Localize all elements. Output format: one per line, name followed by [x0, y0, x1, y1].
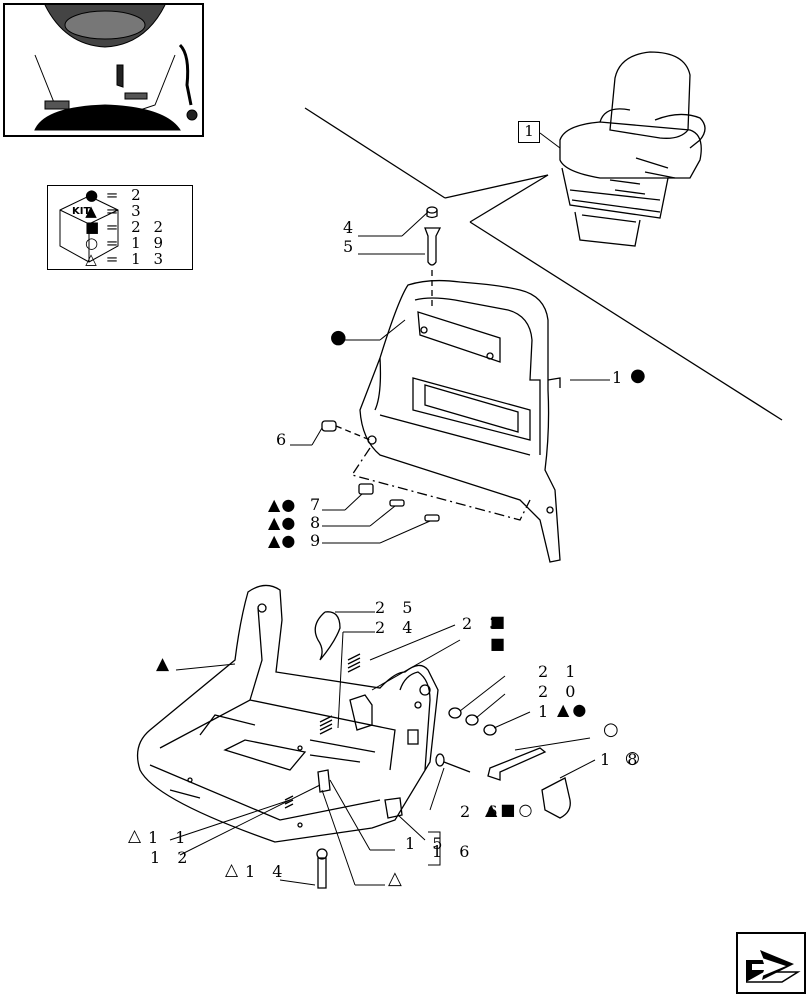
callout-14: 1 4 [245, 862, 289, 881]
kit-cube-icon [59, 195, 119, 263]
callout-15: 1 5 [405, 834, 449, 853]
legend-row-filled-square: ■ = 2 2 [85, 218, 167, 236]
callout-8-symbols: ▲● [268, 513, 297, 532]
callout-16: 1 6 [432, 842, 476, 861]
callout-11-open-triangle: △ [128, 826, 148, 846]
next-page-nav-button[interactable] [736, 932, 806, 994]
callout-11: 1 1 [148, 828, 192, 847]
reference-lines [304, 107, 783, 421]
callout-5: 5 [343, 237, 360, 256]
callout-12: 1 2 [150, 848, 194, 867]
callout-24: 2 4 [375, 618, 419, 637]
callout-1b: 1 [538, 702, 555, 721]
callout-seatpan-filled-triangle: ▲ [156, 654, 176, 674]
callout-25: 2 5 [375, 598, 419, 617]
callout-10-filled-circle: ● [630, 365, 652, 386]
legend-row-filled-triangle: ▲ = 3 [85, 202, 145, 220]
complete-seat-illustration [559, 51, 706, 247]
callout-26: 2 6 [460, 802, 504, 821]
callout-filled-square: ■ [490, 634, 512, 653]
callout-18: 1 8 [600, 750, 644, 769]
backrest-frame [359, 279, 561, 563]
callout-4: 4 [343, 218, 360, 237]
legend-row-open-circle: ○ = 1 9 [85, 234, 167, 252]
callout-23-filled-square: ■ [490, 612, 512, 631]
callout-14-open-triangle: △ [225, 860, 245, 880]
callout-23: 2 3 [462, 614, 506, 633]
arrow-icon [746, 950, 801, 983]
callout-26-symbols: ▲■○ [485, 800, 536, 819]
callout-backrest-filled-circle: ● [330, 326, 353, 348]
tractor-location-thumbnail [3, 3, 204, 137]
callout-18-open-circle: ○ [625, 748, 646, 768]
callout-7: 7 [310, 495, 327, 514]
callout-1b-symbols: ▲● [557, 700, 590, 719]
callout-9-symbols: ▲● [268, 531, 297, 550]
kit-title: KIT [72, 206, 91, 217]
callout-open-circle: ○ [603, 719, 625, 740]
pivot-pin [424, 206, 442, 310]
legend-row-open-triangle: △ = 1 3 [85, 250, 167, 268]
callout-10: 1 [612, 368, 629, 387]
callout-7-symbols: ▲● [268, 495, 297, 514]
springs-and-hardware [284, 611, 571, 889]
callout-8: 8 [310, 513, 327, 532]
leader-lines [169, 132, 610, 886]
callout-9: 9 [310, 531, 327, 550]
callout-open-triangle: △ [388, 868, 408, 889]
callout-1-boxed: 1 [518, 121, 540, 143]
callout-6: 6 [276, 430, 293, 449]
legend-row-filled-circle: ● = 2 [85, 186, 145, 204]
callout-21: 2 1 [538, 662, 582, 681]
callout-20: 2 0 [538, 682, 582, 701]
kit-legend: KIT [47, 185, 193, 270]
seat-pan [136, 584, 439, 843]
bushings [321, 420, 531, 522]
